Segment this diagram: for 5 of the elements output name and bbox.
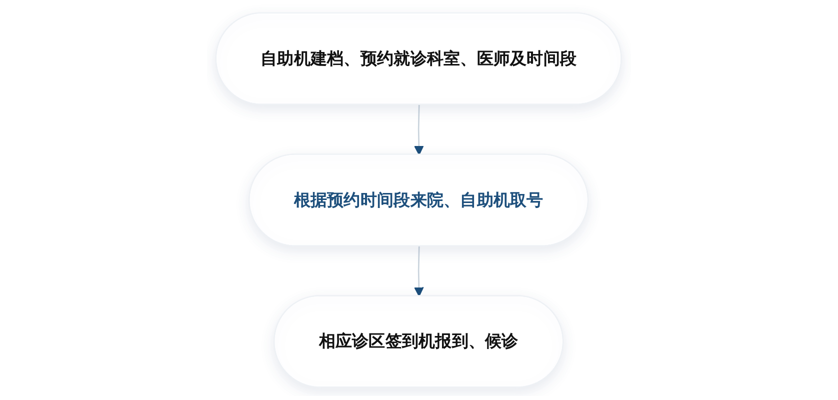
node-text: 自助机建档、预约就诊科室、医师及时间段 xyxy=(260,48,578,68)
arrow xyxy=(414,246,424,297)
arrow xyxy=(414,104,424,156)
node-text: 相应诊区签到机报到、候诊 xyxy=(319,331,519,352)
node-text: 根据预约时间段来院、自助机取号 xyxy=(294,190,544,210)
